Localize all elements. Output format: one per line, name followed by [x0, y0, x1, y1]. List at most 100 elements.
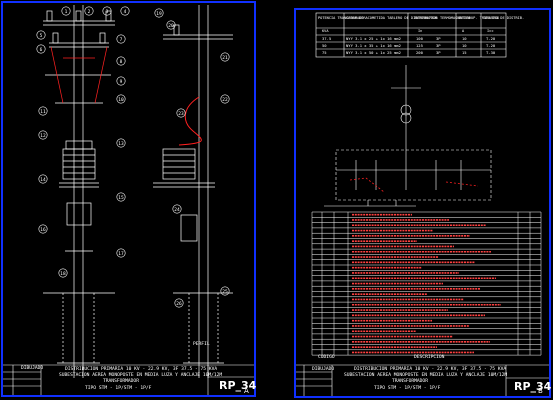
- table-header: INTERRUPTOR TERMOMAGNETICO: [414, 16, 471, 20]
- callout-circle: [116, 56, 126, 66]
- drawn-by-label: DIBUJADO: [312, 367, 335, 372]
- callout-circle: [38, 224, 48, 234]
- callout-circle: [220, 94, 230, 104]
- callout-circle: [58, 268, 68, 278]
- callout-circle: [154, 8, 164, 18]
- callout-number: 19: [156, 11, 162, 17]
- drawing-code: RP_34: [219, 379, 257, 392]
- bom-description-header: DESCRIPCION: [414, 355, 445, 360]
- callout-number: 6: [40, 47, 43, 53]
- table-cell: NYY 3-1 x 35 + 1x 16 mm2: [346, 43, 401, 48]
- table-cell: T-20: [486, 43, 496, 48]
- table-subheader: In: [418, 29, 423, 33]
- table-subheader: A: [462, 29, 465, 33]
- callout-number: 17: [118, 251, 124, 257]
- table-cell: NYY 3-1 x 50 + 1x 25 mm2: [346, 50, 401, 55]
- title-line-1: DISTRIBUCION PRIMARIA 10 KV - 22.9 KV, 3…: [354, 367, 507, 372]
- table-cell: 75: [322, 50, 327, 55]
- callout-circle: [116, 138, 126, 148]
- transformer-table: [315, 12, 507, 58]
- bill-of-materials-table: [311, 211, 542, 356]
- callout-circle: [166, 20, 176, 30]
- callout-circle: [36, 30, 46, 40]
- table-cell: 100: [416, 36, 423, 41]
- table-cell: 10: [462, 43, 467, 48]
- table-cell: 3P: [436, 50, 441, 55]
- title-line-3: TRANSFORMADOR: [392, 379, 428, 384]
- callout-circle: [116, 248, 126, 258]
- callout-number: 13: [118, 141, 124, 147]
- callout-number: 25: [222, 289, 228, 295]
- title-line-2: SUBESTACION AEREA MONOPOSTE EN MEDIA LUZ…: [59, 373, 223, 378]
- callout-number: 7: [120, 37, 123, 43]
- callout-number: 20: [168, 23, 174, 29]
- sheet-letter: B: [538, 387, 543, 395]
- table-cell: T-30: [486, 50, 496, 55]
- callout-circle: [172, 204, 182, 214]
- table-header: TABLERO DE DISTRIB.: [483, 16, 525, 20]
- callout-number: 2: [88, 9, 91, 15]
- callout-number: 22: [222, 97, 228, 103]
- callout-circle: [116, 192, 126, 202]
- callout-circle: [84, 6, 94, 16]
- table-subheader: Icc: [487, 29, 494, 33]
- callout-circle: [36, 44, 46, 54]
- table-header: INTERRUP. TRIFASICO: [458, 16, 500, 20]
- callout-circle: [120, 6, 130, 16]
- callout-number: 1: [65, 9, 68, 15]
- red-annotations: [349, 177, 479, 193]
- table-header: POTENCIA TRANSFORMADOR: [318, 16, 366, 20]
- front-view-pole: [43, 5, 115, 378]
- title-line-1: DISTRIBUCION PRIMARIA 10 KV - 22.9 KV, 3…: [65, 367, 218, 372]
- table-cell: 10: [462, 36, 467, 41]
- callout-circle: [61, 6, 71, 16]
- callout-circle: [116, 34, 126, 44]
- callout-number: 8: [120, 59, 123, 65]
- left-title-block: [3, 364, 254, 395]
- callout-number: 12: [40, 133, 46, 139]
- callout-number: 3: [106, 9, 109, 15]
- right-title-block: [296, 364, 549, 396]
- sheet-letter: A: [244, 387, 249, 395]
- table-cell: 3P: [436, 43, 441, 48]
- callout-number: 14: [40, 177, 46, 183]
- callout-circle: [220, 52, 230, 62]
- table-subheader: KVA: [322, 29, 329, 33]
- callout-circle: [116, 76, 126, 86]
- title-line-4: TIPO STM - 1P/STM - 1P/F: [85, 386, 152, 391]
- view-label: PERFIL: [193, 342, 210, 347]
- callout-circle: [220, 286, 230, 296]
- callout-circle: [174, 298, 184, 308]
- callout-number: 24: [174, 207, 180, 213]
- callout-number: 10: [118, 97, 124, 103]
- callout-number: 18: [60, 271, 66, 277]
- callout-number: 23: [178, 111, 184, 117]
- callout-circle: [38, 106, 48, 116]
- table-cell: NYY 3-1 x 25 + 1x 16 mm2: [346, 36, 401, 41]
- single-line-diagram: [324, 65, 492, 207]
- title-line-3: TRANSFORMADOR: [103, 379, 139, 384]
- table-cell: 50: [322, 43, 327, 48]
- callout-number: 11: [40, 109, 46, 115]
- title-line-4: TIPO STM - 1P/STM - 1P/F: [374, 386, 441, 391]
- single-line-and-bom-drawing: [296, 12, 549, 396]
- bom-code-header: CODIGO: [318, 355, 335, 360]
- title-line-2: SUBESTACION AEREA MONOPOSTE EN MEDIA LUZ…: [344, 373, 508, 378]
- table-cell: 200: [416, 50, 423, 55]
- callout-number: 21: [222, 55, 228, 61]
- table-cell: 3P: [436, 36, 441, 41]
- table-cell: 125: [416, 43, 423, 48]
- callout-number: 16: [40, 227, 46, 233]
- callout-number: 26: [176, 301, 182, 307]
- drawing-code: RP_34: [514, 380, 552, 393]
- callout-circle: [176, 108, 186, 118]
- drawn-by-label: DIBUJADO: [21, 366, 44, 371]
- table-cell: 37.5: [322, 36, 332, 41]
- callout-circle: [116, 94, 126, 104]
- callout-circle: [38, 174, 48, 184]
- table-header: CABLE DE ACOMETIDA TABLERO DE DISTRIBUCI…: [346, 16, 437, 20]
